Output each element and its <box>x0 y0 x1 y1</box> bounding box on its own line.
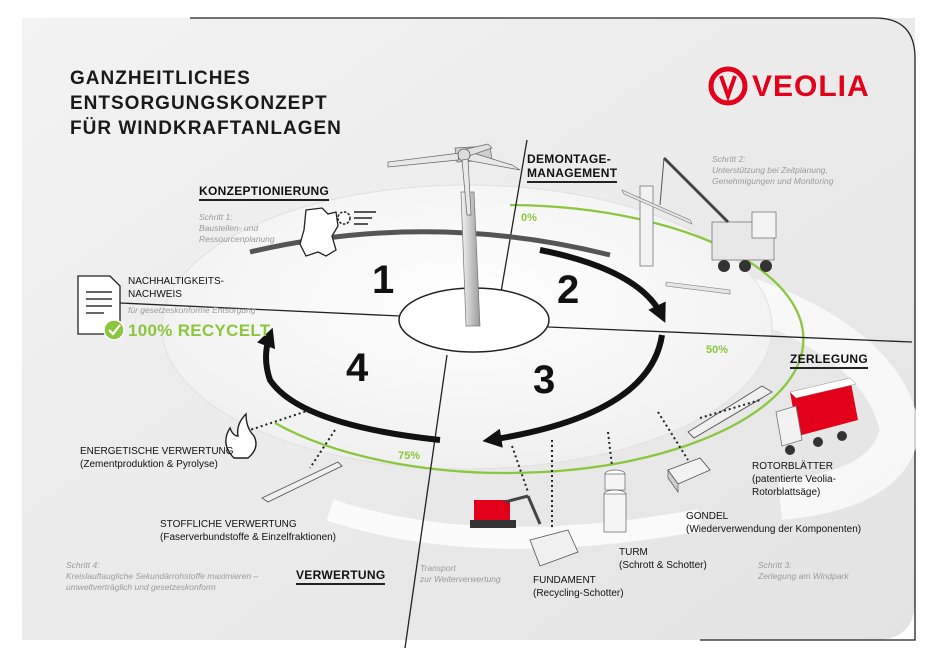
heading-demontage: DEMONTAGE- MANAGEMENT <box>527 152 618 183</box>
step4-line: Schritt 4: <box>66 560 100 570</box>
heading-zerlegung: ZERLEGUNG <box>790 352 869 370</box>
phase-number-3: 3 <box>533 358 556 402</box>
stofflich-line: (Faserverbundstoffe & Einzelfraktionen) <box>160 532 337 543</box>
arrow-3-to-4 <box>482 334 665 448</box>
nachweis-title: NACHHALTIGKEITS- NACHWEIS <box>128 275 224 301</box>
step3-line: Zerlegung am Windpark <box>758 571 849 581</box>
divider-line-bottom <box>404 354 448 649</box>
energetisch-line: ENERGETISCHE VERWERTUNG <box>80 446 234 457</box>
progress-label-75: 75% <box>398 450 421 462</box>
energetisch-line: (Zementproduktion & Pyrolyse) <box>80 459 218 470</box>
swoosh-shadow-bottom <box>326 499 702 549</box>
label-stoffliche-verwertung: STOFFLICHE VERWERTUNG (Faserverbundstoff… <box>160 518 336 544</box>
rotor-blade-illustration <box>687 385 773 439</box>
fundament-line: (Recycling-Schotter) <box>533 588 624 599</box>
progress-ring <box>274 203 805 475</box>
rotorblaetter-line: Rotorblattsäge) <box>752 487 821 498</box>
step2-line: Genehmigungen und Monitoring <box>712 176 834 186</box>
heading-verwertung: VERWERTUNG <box>296 568 386 586</box>
step4-line: umweltverträglich und gesetzeskonform <box>66 582 216 592</box>
dotted-connectors <box>249 399 761 528</box>
title-line-2: ENTSORGUNGSKONZEPT <box>70 93 328 114</box>
crane-truck-illustration <box>621 156 777 295</box>
gondel-line: GONDEL <box>686 511 729 522</box>
step2-description: Schritt 2: Unterstützung bei Zeitplanung… <box>712 154 833 187</box>
step1-line: Ressourcenplanung <box>199 234 275 244</box>
excavator-illustration <box>470 494 579 567</box>
turm-line: TURM <box>619 547 648 558</box>
veolia-logo-mark <box>708 66 748 106</box>
gondel-illustration <box>667 457 711 494</box>
divider-line-left <box>119 302 401 317</box>
step4-description: Schritt 4: Kreislauftaugliche Sekundärro… <box>66 560 258 593</box>
step3-description: Schritt 3: Zerlegung am Windpark <box>758 560 849 582</box>
transport-line: zur Weiterverwertung <box>420 574 501 584</box>
flame-icon <box>225 412 257 459</box>
germany-map-icon <box>299 207 376 257</box>
divider-line-top <box>499 139 528 299</box>
step4-line: Kreislauftaugliche Sekundärrohstoffe max… <box>66 571 259 581</box>
transport-line: Transport <box>420 563 456 573</box>
step3-line: Schritt 3: <box>758 560 792 570</box>
phase-number-4: 4 <box>346 346 369 390</box>
recycled-badge: 100% RECYCELT <box>128 321 271 340</box>
rotor-blade-piece <box>261 461 343 503</box>
arrow-4-to-1 <box>257 327 441 443</box>
rotorblaetter-line: (patentierte Veolia- <box>752 474 836 485</box>
label-energetische-verwertung: ENERGETISCHE VERWERTUNG (Zementproduktio… <box>80 445 234 471</box>
step2-line: Schritt 2: <box>712 154 746 164</box>
nachweis-title-line: NACHWEIS <box>128 289 182 300</box>
title-line-3: FÜR WINDKRAFTANLAGEN <box>70 118 342 139</box>
divider-line-right <box>547 326 913 343</box>
title-line-1: GANZHEITLICHES <box>70 68 251 89</box>
nachweis-title-line: NACHHALTIGKEITS- <box>128 276 224 287</box>
label-transport: Transport zur Weiterverwertung <box>420 563 501 585</box>
step1-line: Schritt 1: <box>199 212 233 222</box>
tower-segments-illustration <box>603 469 627 533</box>
arrow-2-to-3 <box>539 247 666 323</box>
document-check-icon <box>77 275 125 341</box>
label-fundament: FUNDAMENT (Recycling-Schotter) <box>533 574 624 600</box>
label-rotorblaetter: ROTORBLÄTTER (patentierte Veolia- Rotorb… <box>752 460 836 499</box>
veolia-logo-text: VEOLIA <box>752 70 870 103</box>
turm-line: (Schrott & Schotter) <box>619 560 707 571</box>
step2-line: Unterstützung bei Zeitplanung, <box>712 165 828 175</box>
heading-demontage-line: DEMONTAGE- <box>527 152 612 166</box>
panel-border <box>190 17 916 641</box>
gondel-line: (Wiederverwendung der Komponenten) <box>686 524 862 535</box>
heading-demontage-line: MANAGEMENT <box>527 166 618 180</box>
heading-konzeptionierung: KONZEPTIONIERUNG <box>199 184 330 202</box>
fundament-line: FUNDAMENT <box>533 575 596 586</box>
page-title: GANZHEITLICHES ENTSORGUNGSKONZEPT FÜR WI… <box>70 66 342 141</box>
label-gondel: GONDEL (Wiederverwendung der Komponenten… <box>686 510 861 536</box>
progress-label-50: 50% <box>706 344 729 356</box>
progress-label-0: 0% <box>521 212 537 224</box>
arrow-1-to-2 <box>249 229 611 258</box>
nachweis-subtitle: für gesetzeskonforme Entsorgung <box>128 305 256 315</box>
label-turm: TURM (Schrott & Schotter) <box>619 546 707 572</box>
stofflich-line: STOFFLICHE VERWERTUNG <box>160 519 297 530</box>
phase-number-1: 1 <box>372 258 395 302</box>
phase-number-2: 2 <box>557 268 580 312</box>
turbine-blade-down <box>461 158 472 216</box>
rotorblaetter-line: ROTORBLÄTTER <box>752 461 833 472</box>
step1-line: Baustellen- und <box>199 223 259 233</box>
transport-truck-illustration <box>775 377 858 455</box>
step1-description: Schritt 1: Baustellen- und Ressourcenpla… <box>199 212 275 245</box>
